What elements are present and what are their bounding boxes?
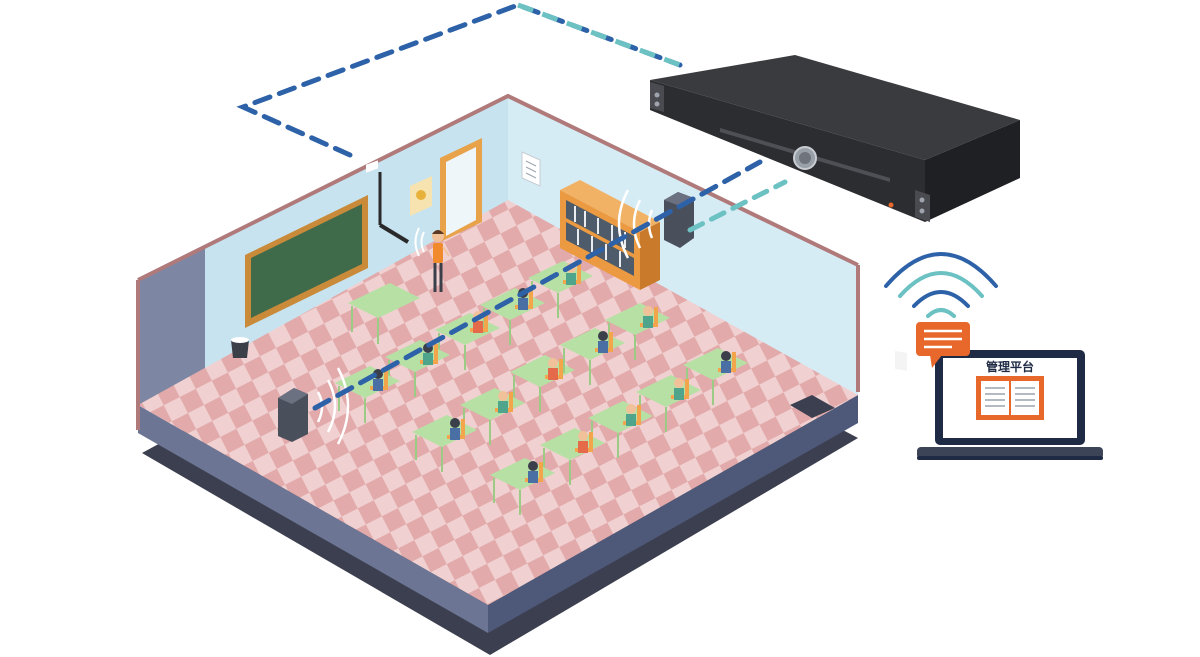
student bbox=[623, 404, 641, 426]
chat-bubble-icon bbox=[916, 322, 970, 368]
desk bbox=[348, 160, 420, 344]
network-link-light bbox=[687, 179, 788, 233]
platform-front-right bbox=[488, 395, 858, 633]
desk bbox=[490, 458, 555, 515]
student bbox=[640, 306, 658, 328]
student bbox=[671, 378, 689, 400]
laptop-icon: 管理平台 bbox=[917, 350, 1103, 460]
blackboard bbox=[251, 204, 362, 318]
student bbox=[718, 351, 736, 373]
platform-label: 管理平台 bbox=[986, 359, 1034, 374]
rack-server-icon bbox=[650, 55, 1020, 371]
platform-front-left bbox=[138, 405, 488, 633]
trash-bin bbox=[231, 337, 249, 358]
wall-trim bbox=[137, 93, 859, 282]
student bbox=[595, 331, 613, 353]
book-icon bbox=[976, 376, 1044, 420]
desk bbox=[412, 415, 477, 472]
student bbox=[447, 418, 465, 440]
left-end-wall bbox=[138, 247, 205, 405]
teacher bbox=[414, 227, 450, 292]
door bbox=[446, 147, 476, 236]
wifi-signal-icon bbox=[884, 252, 998, 318]
desk bbox=[510, 355, 575, 412]
student bbox=[545, 358, 563, 380]
student bbox=[575, 431, 593, 453]
student bbox=[525, 461, 543, 483]
speaker-icon bbox=[278, 367, 350, 445]
speaker-icon bbox=[617, 189, 694, 259]
network-link-light bbox=[517, 2, 681, 68]
student bbox=[495, 391, 513, 413]
network-link bbox=[312, 159, 763, 411]
floor-hatch bbox=[790, 395, 835, 418]
